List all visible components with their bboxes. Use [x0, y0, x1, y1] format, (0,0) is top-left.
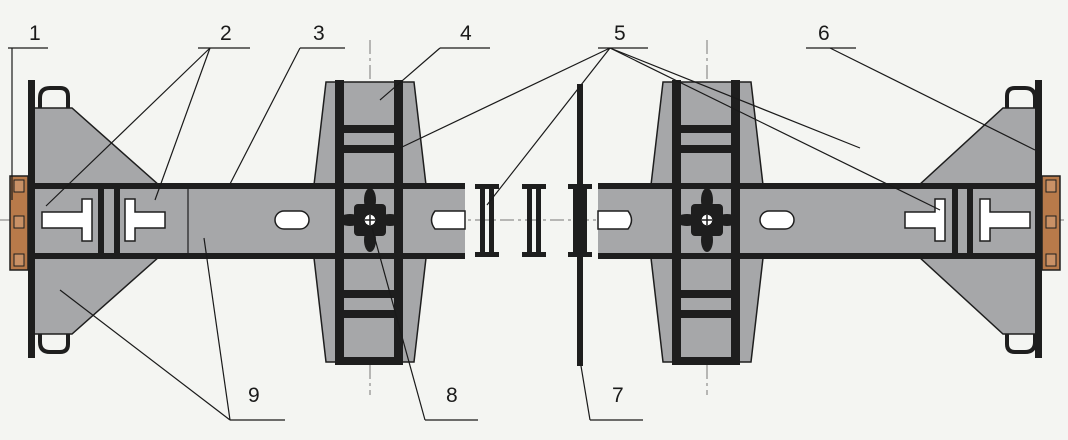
- left-flange-bolt-top: [13, 179, 25, 193]
- right-oval-slot: [759, 210, 795, 230]
- callout-6: 6: [818, 22, 830, 45]
- main-beam: [35, 183, 1035, 259]
- left-oval-slot: [274, 210, 310, 230]
- right-lower-gusset: [916, 255, 1041, 335]
- callout-4: 4: [460, 22, 472, 45]
- callout-1: 1: [29, 22, 41, 45]
- right-t-slot-2: [979, 198, 1031, 242]
- callout-5: 5: [614, 22, 626, 45]
- left-divider-bar-2: [114, 183, 120, 259]
- left-end-notch: [430, 210, 466, 230]
- callout-3: 3: [313, 22, 325, 45]
- left-drum-rung-2: [335, 145, 403, 153]
- left-drum-frame: [335, 80, 403, 365]
- callout-2: 2: [220, 22, 232, 45]
- left-top-handle: [38, 86, 70, 128]
- divider-plate: [577, 84, 583, 366]
- right-flange-bolt-mid: [1045, 215, 1057, 229]
- beam-right-bottom-edge: [598, 253, 1035, 259]
- right-start-notch: [597, 210, 633, 230]
- callout-7: 7: [612, 384, 624, 407]
- left-flange-bolt-mid: [13, 215, 25, 229]
- left-drum-rung-5: [335, 357, 403, 365]
- right-flange-bolt-bottom: [1045, 253, 1057, 267]
- right-divider-bar-1: [952, 183, 958, 259]
- left-t-slot-1: [41, 198, 93, 242]
- callout-8: 8: [446, 384, 458, 407]
- right-hub-cross: [675, 188, 739, 252]
- right-drum-rung-5: [672, 357, 740, 365]
- beam-left-top-edge: [35, 183, 465, 189]
- left-drum-rung-1: [335, 125, 403, 133]
- right-divider-bar-2: [967, 183, 973, 259]
- left-divider-bar-1: [98, 183, 104, 259]
- left-end-plate: [28, 80, 35, 358]
- callout-9: 9: [248, 384, 260, 407]
- right-drum-rung-3: [672, 290, 740, 298]
- middle-spacers: [475, 84, 592, 366]
- left-lower-gusset: [32, 255, 162, 335]
- callout-labels: 1 2 3 4 5 6 7 8 9: [29, 22, 830, 407]
- right-flange-bolt-top: [1045, 179, 1057, 193]
- spacer-1: [475, 184, 499, 257]
- leader-lines: [8, 47, 1036, 421]
- right-drum-rung-2: [672, 145, 740, 153]
- left-flange-bolt-bottom: [13, 253, 25, 267]
- left-t-slot-2: [124, 198, 166, 242]
- spacer-2: [522, 184, 546, 257]
- right-drum-rung-1: [672, 125, 740, 133]
- beam-right-section: [598, 186, 1035, 256]
- left-upper-gusset: [32, 107, 162, 187]
- right-end-assembly: [916, 80, 1061, 358]
- right-drum-rung-4: [672, 310, 740, 318]
- beam-right-top-edge: [598, 183, 1035, 189]
- right-drum-frame: [672, 80, 740, 365]
- left-end-assembly: [9, 80, 162, 358]
- beam-left-bottom-edge: [35, 253, 465, 259]
- right-top-handle: [1005, 86, 1037, 128]
- left-hub-cross: [338, 188, 402, 252]
- right-bottom-handle: [1005, 312, 1037, 354]
- left-bottom-handle: [38, 312, 70, 354]
- left-drum-rung-4: [335, 310, 403, 318]
- left-drum-rung-3: [335, 290, 403, 298]
- right-upper-gusset: [916, 107, 1041, 187]
- right-end-plate: [1035, 80, 1042, 358]
